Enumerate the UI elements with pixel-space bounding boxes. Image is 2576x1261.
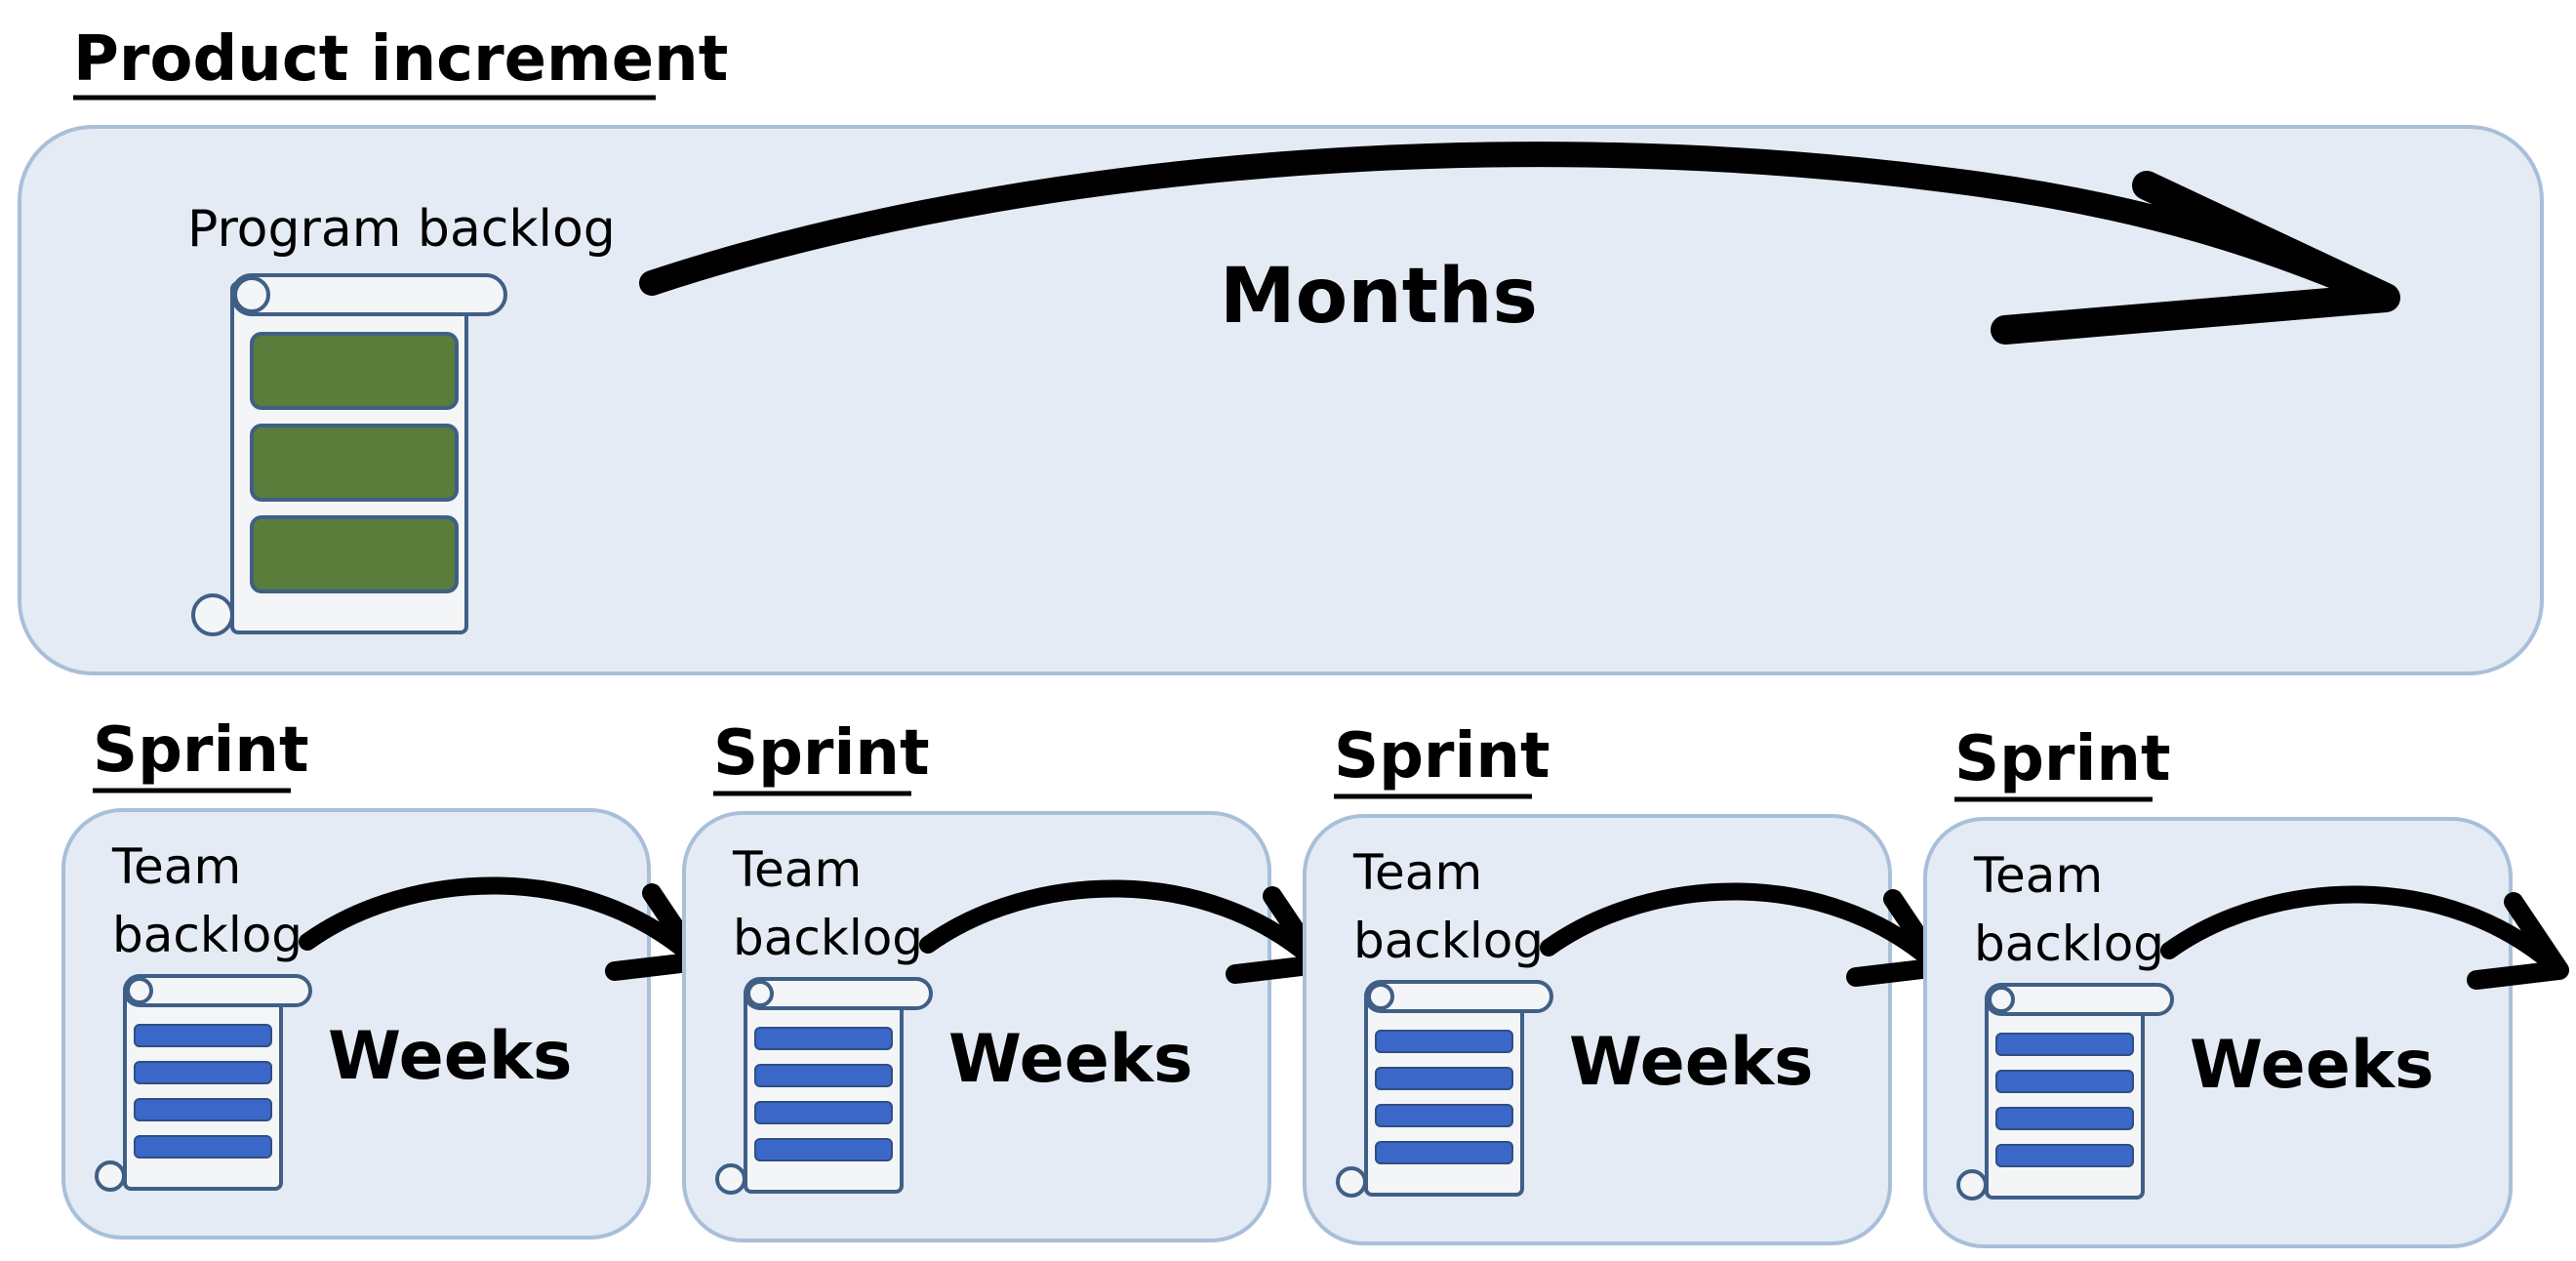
team-backlog-item — [754, 1101, 893, 1124]
team-backlog-label-line2: backlog — [1974, 915, 2164, 972]
team-backlog-item — [754, 1027, 893, 1050]
team-backlog-item — [1995, 1144, 2134, 1167]
weeks-arrow-icon — [299, 876, 706, 970]
team-backlog-item — [134, 1098, 272, 1121]
program-backlog-item — [250, 332, 459, 410]
program-backlog-item — [250, 424, 459, 502]
team-backlog-item — [1375, 1067, 1513, 1090]
team-backlog-scroll-icon — [1336, 980, 1553, 1198]
team-backlog-label-line1: Team — [1973, 847, 2103, 904]
weeks-label: Weeks — [1569, 1024, 1814, 1101]
sprint-heading: Sprint — [93, 714, 309, 787]
product-increment-heading: Product increment — [73, 23, 728, 96]
product-increment-panel — [18, 125, 2544, 675]
months-label: Months — [1220, 253, 1538, 341]
team-backlog-item — [1375, 1141, 1513, 1164]
team-backlog-label-line1: Team — [1352, 844, 1482, 901]
weeks-arrow-icon — [919, 879, 1327, 973]
team-backlog-item — [134, 1135, 272, 1159]
weeks-arrow-icon — [1540, 882, 1948, 976]
program-backlog-items — [250, 332, 459, 593]
program-backlog-scroll-icon — [191, 273, 507, 636]
team-backlog-item — [1995, 1107, 2134, 1130]
team-backlog-label-line1: Team — [732, 841, 862, 898]
team-backlog-item — [134, 1024, 272, 1047]
team-backlog-item — [754, 1064, 893, 1087]
team-backlog-item — [1375, 1104, 1513, 1127]
team-backlog-label-line2: backlog — [112, 907, 302, 963]
sprint-heading: Sprint — [1954, 723, 2171, 795]
team-backlog-scroll-icon — [95, 974, 312, 1192]
team-backlog-item — [1375, 1030, 1513, 1053]
team-backlog-scroll-icon — [1956, 983, 2174, 1200]
sprint-heading: Sprint — [713, 717, 930, 790]
team-backlog-label-line2: backlog — [733, 910, 923, 966]
product-increment-section: Product increment Program backlog Months — [18, 23, 2544, 675]
weeks-label: Weeks — [328, 1018, 573, 1095]
months-arrowhead-icon — [1991, 171, 2400, 345]
weeks-arrow-icon — [2160, 885, 2568, 979]
team-backlog-item — [1995, 1070, 2134, 1093]
sprint-heading: Sprint — [1334, 720, 1550, 793]
team-backlog-item — [754, 1138, 893, 1161]
team-backlog-item — [134, 1061, 272, 1084]
weeks-arrowhead-icon — [2467, 892, 2569, 990]
team-backlog-label-line2: backlog — [1353, 913, 1544, 969]
program-backlog-label: Program backlog — [187, 200, 616, 259]
team-backlog-item — [1995, 1033, 2134, 1056]
team-backlog-scroll-icon — [715, 977, 933, 1195]
team-backlog-label-line1: Team — [111, 838, 241, 895]
program-backlog-item — [250, 515, 459, 593]
weeks-label: Weeks — [948, 1021, 1193, 1098]
weeks-label: Weeks — [2190, 1027, 2435, 1104]
